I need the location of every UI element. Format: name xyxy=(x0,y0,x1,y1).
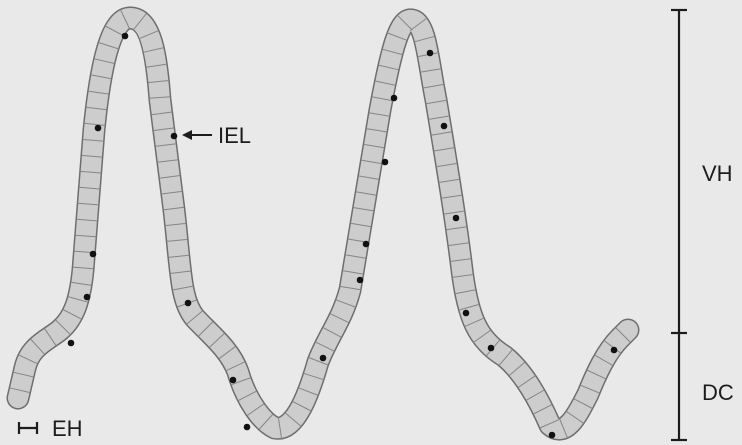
nucleus xyxy=(611,347,618,354)
nucleus xyxy=(382,159,389,166)
nucleus xyxy=(363,241,370,248)
nucleus xyxy=(357,277,364,284)
nucleus xyxy=(427,50,434,57)
nucleus xyxy=(68,340,75,347)
nucleus xyxy=(453,215,460,222)
nucleus xyxy=(463,310,470,317)
nucleus xyxy=(488,345,495,352)
nucleus xyxy=(391,95,398,102)
nucleus xyxy=(441,123,448,130)
nucleus xyxy=(171,133,178,140)
nucleus xyxy=(230,377,237,384)
nucleus xyxy=(185,300,192,307)
nucleus xyxy=(90,251,97,258)
iel-label: IEL xyxy=(218,123,251,148)
nucleus xyxy=(122,33,129,40)
nucleus xyxy=(549,432,556,439)
dc-label: DC xyxy=(702,380,734,405)
nucleus xyxy=(320,355,327,362)
eh-label: EH xyxy=(52,416,83,441)
nucleus xyxy=(244,424,251,431)
vh-label: VH xyxy=(702,161,733,186)
nucleus xyxy=(95,125,102,132)
nucleus xyxy=(84,294,91,301)
